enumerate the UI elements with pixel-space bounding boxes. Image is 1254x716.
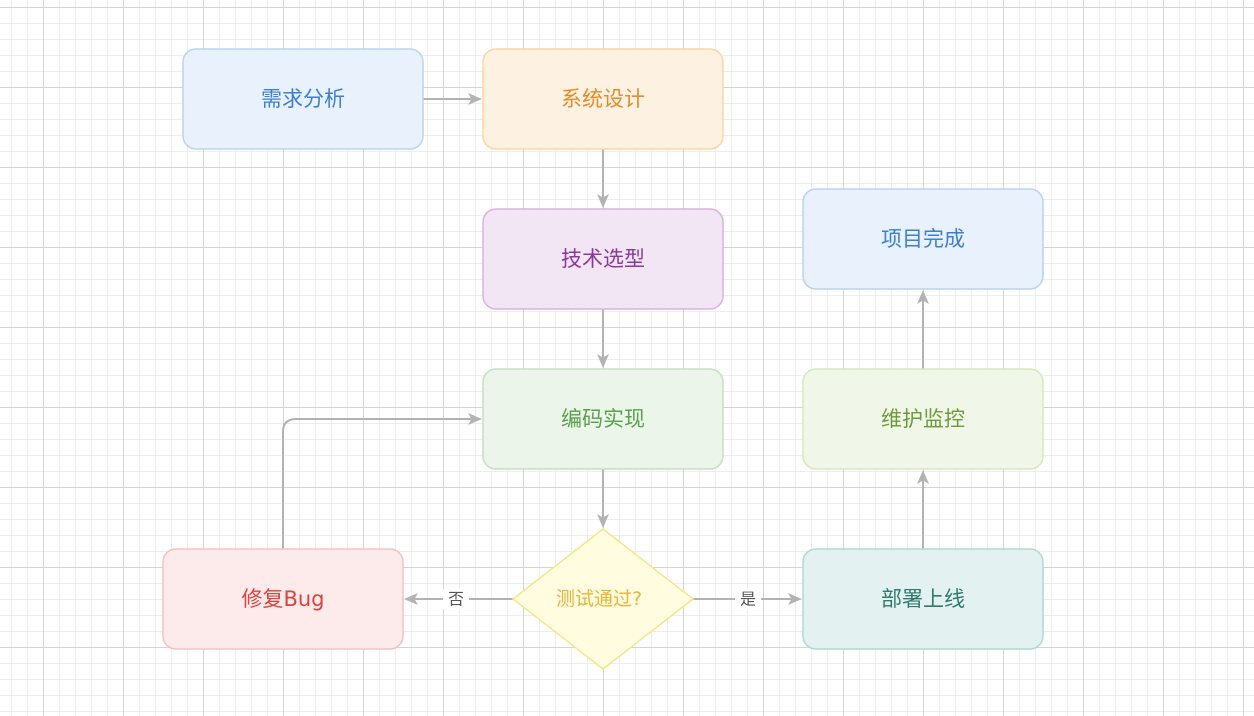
- node-tech-selection-label: 技术选型: [561, 247, 645, 271]
- node-requirements[interactable]: 需求分析: [182, 48, 424, 150]
- node-done-label: 项目完成: [881, 227, 965, 251]
- node-coding-label: 编码实现: [561, 407, 645, 431]
- node-maintenance[interactable]: 维护监控: [802, 368, 1044, 470]
- node-done[interactable]: 项目完成: [802, 188, 1044, 290]
- edge-labels: 否 是: [443, 589, 761, 609]
- node-test-decision-label: 测试通过?: [556, 588, 642, 610]
- node-deploy-label: 部署上线: [881, 587, 965, 611]
- edge-label-no: 否: [448, 590, 464, 609]
- node-system-design-label: 系统设计: [561, 87, 645, 111]
- edge-label-yes: 是: [740, 590, 756, 609]
- edge-fixbug-to-coding[interactable]: [282, 413, 482, 549]
- node-tech-selection[interactable]: 技术选型: [482, 208, 724, 310]
- node-maintenance-label: 维护监控: [881, 407, 965, 431]
- node-fix-bug-label: 修复Bug: [241, 587, 324, 611]
- node-coding[interactable]: 编码实现: [482, 368, 724, 470]
- node-system-design[interactable]: 系统设计: [482, 48, 724, 150]
- node-deploy[interactable]: 部署上线: [802, 548, 1044, 650]
- node-test-decision[interactable]: 测试通过?: [511, 528, 695, 670]
- edges: [282, 93, 929, 605]
- node-requirements-label: 需求分析: [261, 87, 345, 111]
- node-fix-bug[interactable]: 修复Bug: [162, 548, 404, 650]
